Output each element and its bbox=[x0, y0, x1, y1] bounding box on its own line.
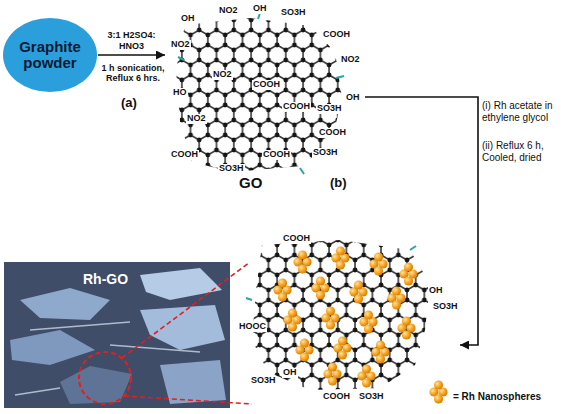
rh-cluster bbox=[349, 280, 367, 303]
flake bbox=[160, 360, 226, 404]
graphene-lattice bbox=[176, 18, 342, 172]
reagent-label: 3:1 H2SO4: HNO3 bbox=[100, 30, 164, 51]
graphene-lattice bbox=[252, 240, 430, 390]
streaks bbox=[15, 322, 200, 395]
functional-group: SO3H bbox=[218, 164, 245, 174]
zoom-lines bbox=[122, 262, 252, 404]
zoom-circle bbox=[79, 352, 131, 404]
functional-group: COOH bbox=[252, 80, 281, 90]
functional-group: COOH bbox=[322, 30, 351, 40]
step-letter: (a) bbox=[121, 96, 137, 111]
rh-cluster bbox=[331, 246, 349, 269]
sem-ground bbox=[4, 262, 230, 408]
functional-group: COOH bbox=[322, 392, 351, 402]
rh-cluster bbox=[371, 340, 389, 363]
flake bbox=[140, 268, 222, 300]
functional-group: OH bbox=[345, 93, 361, 103]
functional-group: HOOC bbox=[238, 322, 267, 332]
rh-go-structure: COOH OH SO3H HOOC SO3H OH COOH SO3H bbox=[236, 230, 460, 410]
rh-cluster bbox=[397, 316, 415, 339]
functional-group: SO3H bbox=[250, 376, 277, 386]
source-ellipse: Graphite powder bbox=[2, 17, 98, 93]
bond bbox=[246, 298, 252, 300]
zoom-line bbox=[122, 262, 250, 358]
functional-group: OH bbox=[180, 14, 196, 24]
functional-group: NO2 bbox=[218, 6, 239, 16]
bond bbox=[410, 246, 416, 250]
functional-group: SO3H bbox=[432, 302, 459, 312]
process-arrow bbox=[98, 54, 165, 56]
rh-cluster bbox=[387, 286, 405, 309]
functional-group: COOH bbox=[282, 234, 311, 244]
go-sheet bbox=[176, 13, 344, 174]
functional-group: NO2 bbox=[340, 55, 361, 65]
rh-cluster bbox=[295, 338, 313, 361]
rh-cluster bbox=[357, 364, 375, 387]
bond bbox=[336, 76, 344, 78]
ellipse-shape bbox=[3, 18, 97, 92]
rh-cluster bbox=[321, 306, 339, 329]
functional-group: Rh-GO bbox=[82, 272, 129, 287]
rh-cluster bbox=[293, 250, 311, 273]
functional-group: COOH bbox=[282, 102, 311, 112]
functional-group: OH bbox=[428, 286, 444, 296]
functional-group: NO2 bbox=[212, 70, 233, 80]
rh-nanospheres bbox=[273, 246, 417, 387]
rh-cluster bbox=[283, 308, 301, 331]
condition-note: (ii) Reflux 6 h, Cooled, dried bbox=[482, 140, 566, 163]
rh-cluster bbox=[333, 336, 351, 359]
rh-cluster bbox=[323, 362, 341, 385]
rh-cluster bbox=[369, 252, 387, 275]
flake bbox=[10, 330, 95, 365]
process-arrow bbox=[365, 97, 478, 345]
zoom-line bbox=[124, 396, 252, 404]
functional-group: NO2 bbox=[186, 114, 207, 124]
hydrogen-bonds bbox=[246, 246, 416, 300]
bond bbox=[300, 168, 304, 174]
rh-cluster bbox=[311, 276, 329, 299]
legend-row: = Rh Nanospheres bbox=[452, 386, 542, 404]
functional-group: HO bbox=[172, 88, 188, 98]
functional-group: COOH bbox=[262, 150, 291, 160]
node-title: Graphite powder bbox=[16, 39, 85, 71]
condition-note: (i) Rh acetate in ethylene glycol bbox=[482, 100, 566, 123]
rh-cluster bbox=[399, 262, 417, 285]
flake bbox=[60, 366, 132, 404]
sem-image bbox=[4, 262, 230, 408]
functional-group: OH bbox=[282, 368, 298, 378]
condition-note: 1 h sonication, Reflux 6 hrs. bbox=[100, 63, 166, 84]
functional-group: NO2 bbox=[170, 40, 191, 50]
step-letter: (b) bbox=[330, 176, 347, 191]
legend-text: = Rh Nanospheres bbox=[452, 391, 542, 402]
hydrogen-bonds bbox=[178, 13, 344, 174]
structure-name: GO bbox=[238, 175, 263, 192]
functional-group: SO3H bbox=[312, 148, 339, 158]
functional-group: OH bbox=[252, 4, 268, 14]
rh-go-sheet bbox=[246, 240, 430, 390]
functional-group: SO3H bbox=[358, 392, 385, 402]
functional-group: COOH bbox=[170, 150, 199, 160]
functional-group: SO3H bbox=[316, 104, 343, 114]
bond bbox=[178, 57, 184, 60]
functional-group: COOH bbox=[318, 128, 347, 138]
legend-sample bbox=[429, 380, 447, 403]
go-structure: OHNO2OHSO3HCOOHNO2NO2HONO2COOHNO2COOHSO3… bbox=[165, 0, 365, 195]
functional-group: SO3H bbox=[280, 8, 307, 18]
rh-cluster bbox=[273, 278, 291, 301]
rh-cluster bbox=[359, 310, 377, 333]
flake bbox=[20, 288, 110, 320]
bond bbox=[258, 13, 260, 19]
sem-image-box: Rh-GO bbox=[4, 262, 230, 408]
